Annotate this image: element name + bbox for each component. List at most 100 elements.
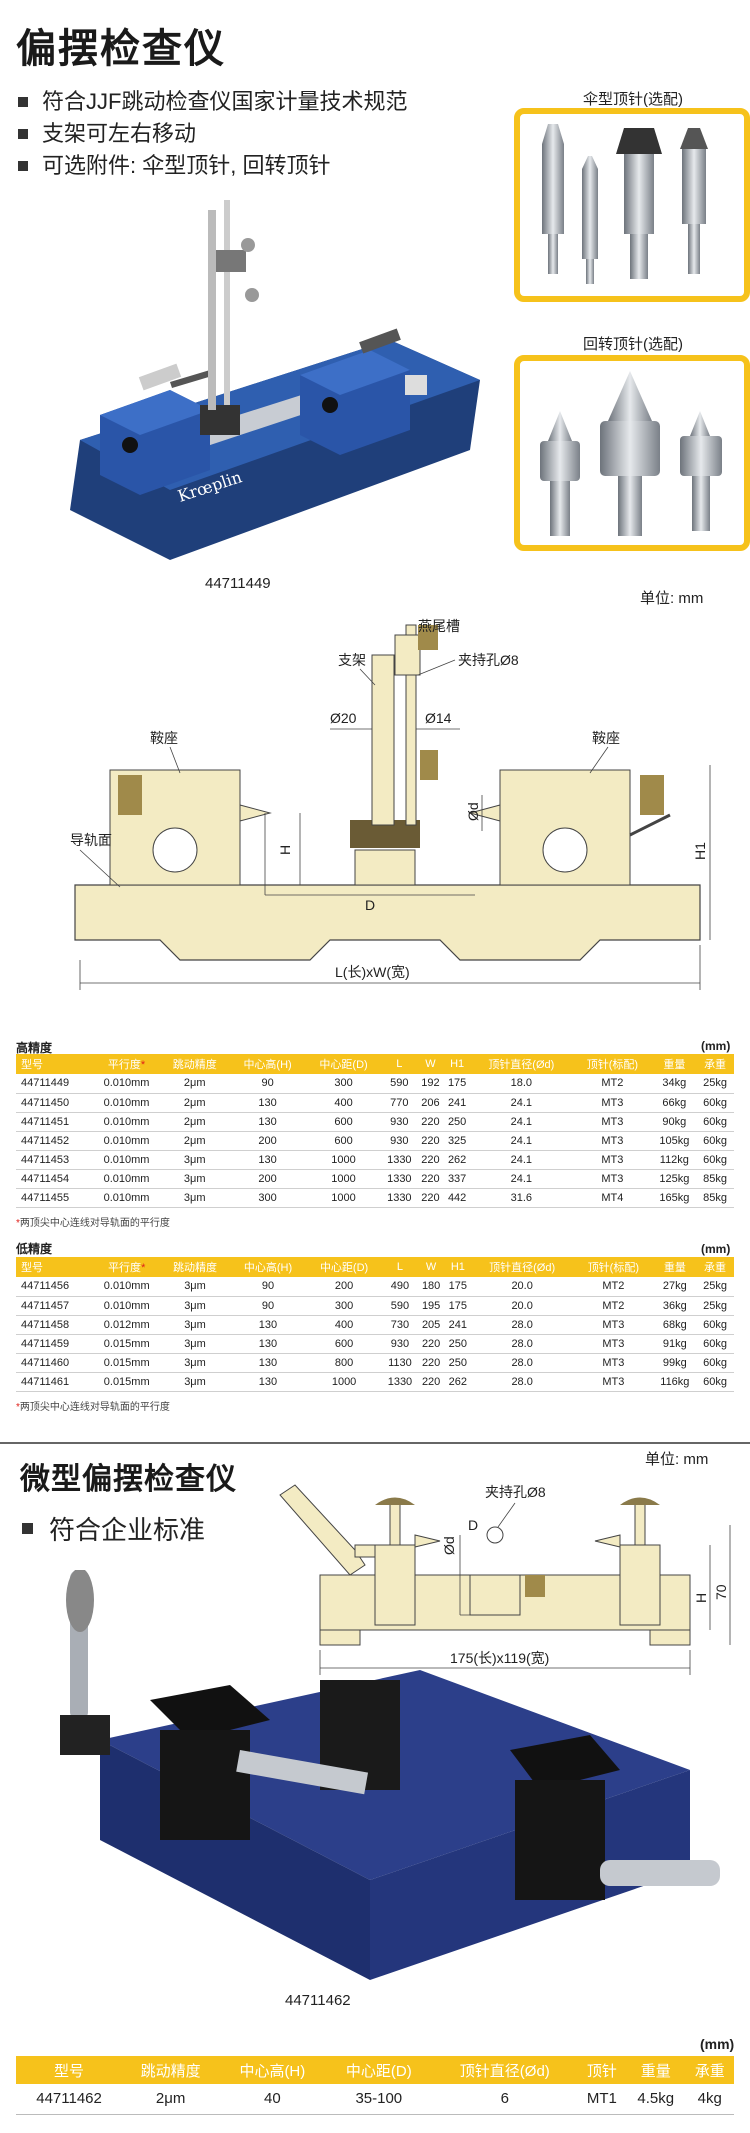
table-cell: 20.0 (471, 1296, 574, 1316)
col-header: 顶针直径(Ød) (432, 2056, 578, 2084)
micro-unit-label: 单位: mm (645, 1451, 709, 1468)
col-header: 重量 (626, 2056, 686, 2084)
table-cell: 262 (444, 1372, 472, 1392)
col-header: 顶针(标配) (573, 1257, 654, 1277)
bullet-icon (18, 97, 28, 107)
table-cell: 44711462 (16, 2084, 123, 2115)
micro-title: 微型偏摆检查仪 (20, 1463, 237, 1496)
micro-clamp-hole-label: 夹持孔Ø8 (485, 1484, 546, 1500)
col-header: 跳动精度 (122, 2056, 220, 2084)
table-cell: 28.0 (471, 1372, 574, 1392)
table-cell: MT3 (573, 1334, 654, 1354)
table-cell: 6 (432, 2084, 578, 2115)
table-cell: 3μm (160, 1334, 230, 1354)
table-cell: 36kg (653, 1296, 697, 1316)
col-header: H1 (444, 1257, 472, 1277)
table-cell: 0.015mm (93, 1334, 161, 1354)
table-cell: 105kg (652, 1131, 697, 1151)
table-cell: 200 (229, 1131, 306, 1151)
bullet-icon (18, 129, 28, 139)
col-header: L (382, 1257, 418, 1277)
clamp-hole-label: 夹持孔Ø8 (458, 652, 519, 668)
table-cell: 600 (306, 1334, 383, 1354)
table-cell: 60kg (696, 1334, 734, 1354)
table-cell: 130 (229, 1112, 306, 1132)
table-cell: 590 (381, 1074, 418, 1094)
table-cell: 44711456 (16, 1277, 94, 1297)
table-cell: 195 (417, 1296, 445, 1316)
table-cell: 1000 (305, 1188, 382, 1208)
table-cell: 0.012mm (93, 1315, 161, 1335)
micro-feature: 符合企业标准 (22, 1510, 205, 1547)
table-cell: 24.1 (470, 1112, 573, 1132)
table-cell: 20.0 (471, 1277, 574, 1297)
table-cell: 241 (444, 1315, 472, 1335)
table-cell: 220 (417, 1353, 445, 1373)
col-header: 型号 (16, 2056, 123, 2084)
h-dimension-label: H (277, 845, 293, 855)
table-cell: 0.015mm (93, 1353, 161, 1373)
table-cell: 220 (417, 1112, 444, 1132)
table-cell: MT4 (572, 1188, 653, 1208)
micro-code-label: 44711462 (285, 1992, 351, 2009)
table-cell: 0.015mm (93, 1372, 161, 1392)
micro-d-label: D (468, 1517, 478, 1533)
rail-label: 导轨面 (70, 832, 112, 848)
feature-item: 可选附件: 伞型顶针, 回转顶针 (18, 150, 407, 182)
table-cell: 262 (443, 1150, 471, 1170)
table-cell: 0.010mm (93, 1131, 160, 1151)
table-cell: 130 (229, 1372, 307, 1392)
table-cell: 0.010mm (93, 1074, 160, 1094)
table-cell: MT2 (572, 1074, 653, 1094)
rotary-center-image (540, 371, 722, 536)
table-cell: 85kg (696, 1169, 734, 1189)
table-cell: 165kg (652, 1188, 697, 1208)
table-cell: 4kg (685, 2084, 734, 2115)
table-cell: 175 (444, 1277, 472, 1297)
table-cell: 28.0 (471, 1315, 574, 1335)
product-photo-micro-tester: Krœplin (60, 1570, 720, 1980)
col-header: 中心距(D) (306, 1257, 383, 1277)
table-cell: 25kg (696, 1074, 734, 1094)
table-cell: 250 (444, 1353, 472, 1373)
table-cell: MT1 (577, 2084, 627, 2115)
table-cell: 3μm (159, 1169, 230, 1189)
table-cell: 90 (229, 1277, 307, 1297)
table-cell: 0.010mm (93, 1296, 161, 1316)
table-cell: MT2 (573, 1277, 654, 1297)
table-cell: 930 (381, 1112, 418, 1132)
col-header: 中心距(D) (305, 1054, 382, 1074)
table-cell: 66kg (652, 1093, 697, 1113)
page-title: 偏摆检查仪 (16, 27, 226, 71)
table-cell: 200 (229, 1169, 306, 1189)
col-header: 中心高(H) (229, 1054, 306, 1074)
table-cell: 1330 (382, 1372, 418, 1392)
col-header: 平行度* (93, 1257, 161, 1277)
table-cell: 800 (306, 1353, 383, 1373)
table-cell: MT3 (572, 1131, 653, 1151)
table-cell: 99kg (653, 1353, 697, 1373)
table-cell: 442 (443, 1188, 471, 1208)
table-cell: 60kg (696, 1353, 734, 1373)
table-cell: 60kg (696, 1150, 734, 1170)
table-cell: MT3 (573, 1353, 654, 1373)
micro-lw-label: 175(长)x119(宽) (450, 1650, 549, 1666)
col-header: H1 (443, 1054, 471, 1074)
table-cell: 60kg (696, 1131, 734, 1151)
table-cell: 220 (417, 1131, 444, 1151)
table-cell: 130 (229, 1334, 307, 1354)
table-cell: 40 (219, 2084, 326, 2115)
table-cell: 0.010mm (93, 1093, 160, 1113)
table-cell: 34kg (652, 1074, 697, 1094)
rotary-center-label: 回转顶针(选配) (583, 336, 683, 353)
table-cell: 2μm (159, 1112, 230, 1132)
table-cell: 44711451 (16, 1112, 94, 1132)
d20-label: Ø20 (330, 710, 357, 726)
table-cell: 44711459 (16, 1334, 94, 1354)
table-cell: 490 (382, 1277, 418, 1297)
